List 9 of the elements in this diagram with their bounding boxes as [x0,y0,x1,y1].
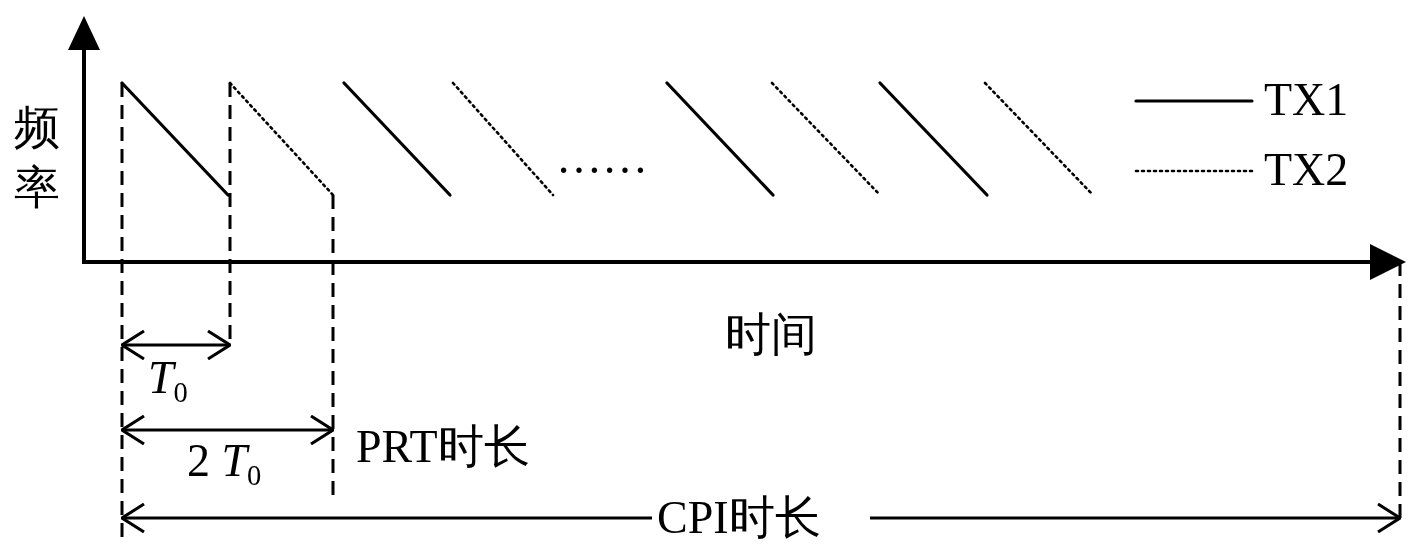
dimension-label: T$_{0}$ [148,355,188,408]
dimension-label: PRT时长 [356,424,530,470]
axis-title: 频率 [14,101,60,215]
ellipsis-text: …… [556,135,648,181]
legend-label: TX1 [1264,77,1349,123]
axis-title: 时间 [725,312,817,358]
legend-label: TX2 [1264,147,1349,193]
dimension-label: 2 T$_{0}$ [187,438,262,491]
dimension-label: CPI时长 [657,495,821,541]
